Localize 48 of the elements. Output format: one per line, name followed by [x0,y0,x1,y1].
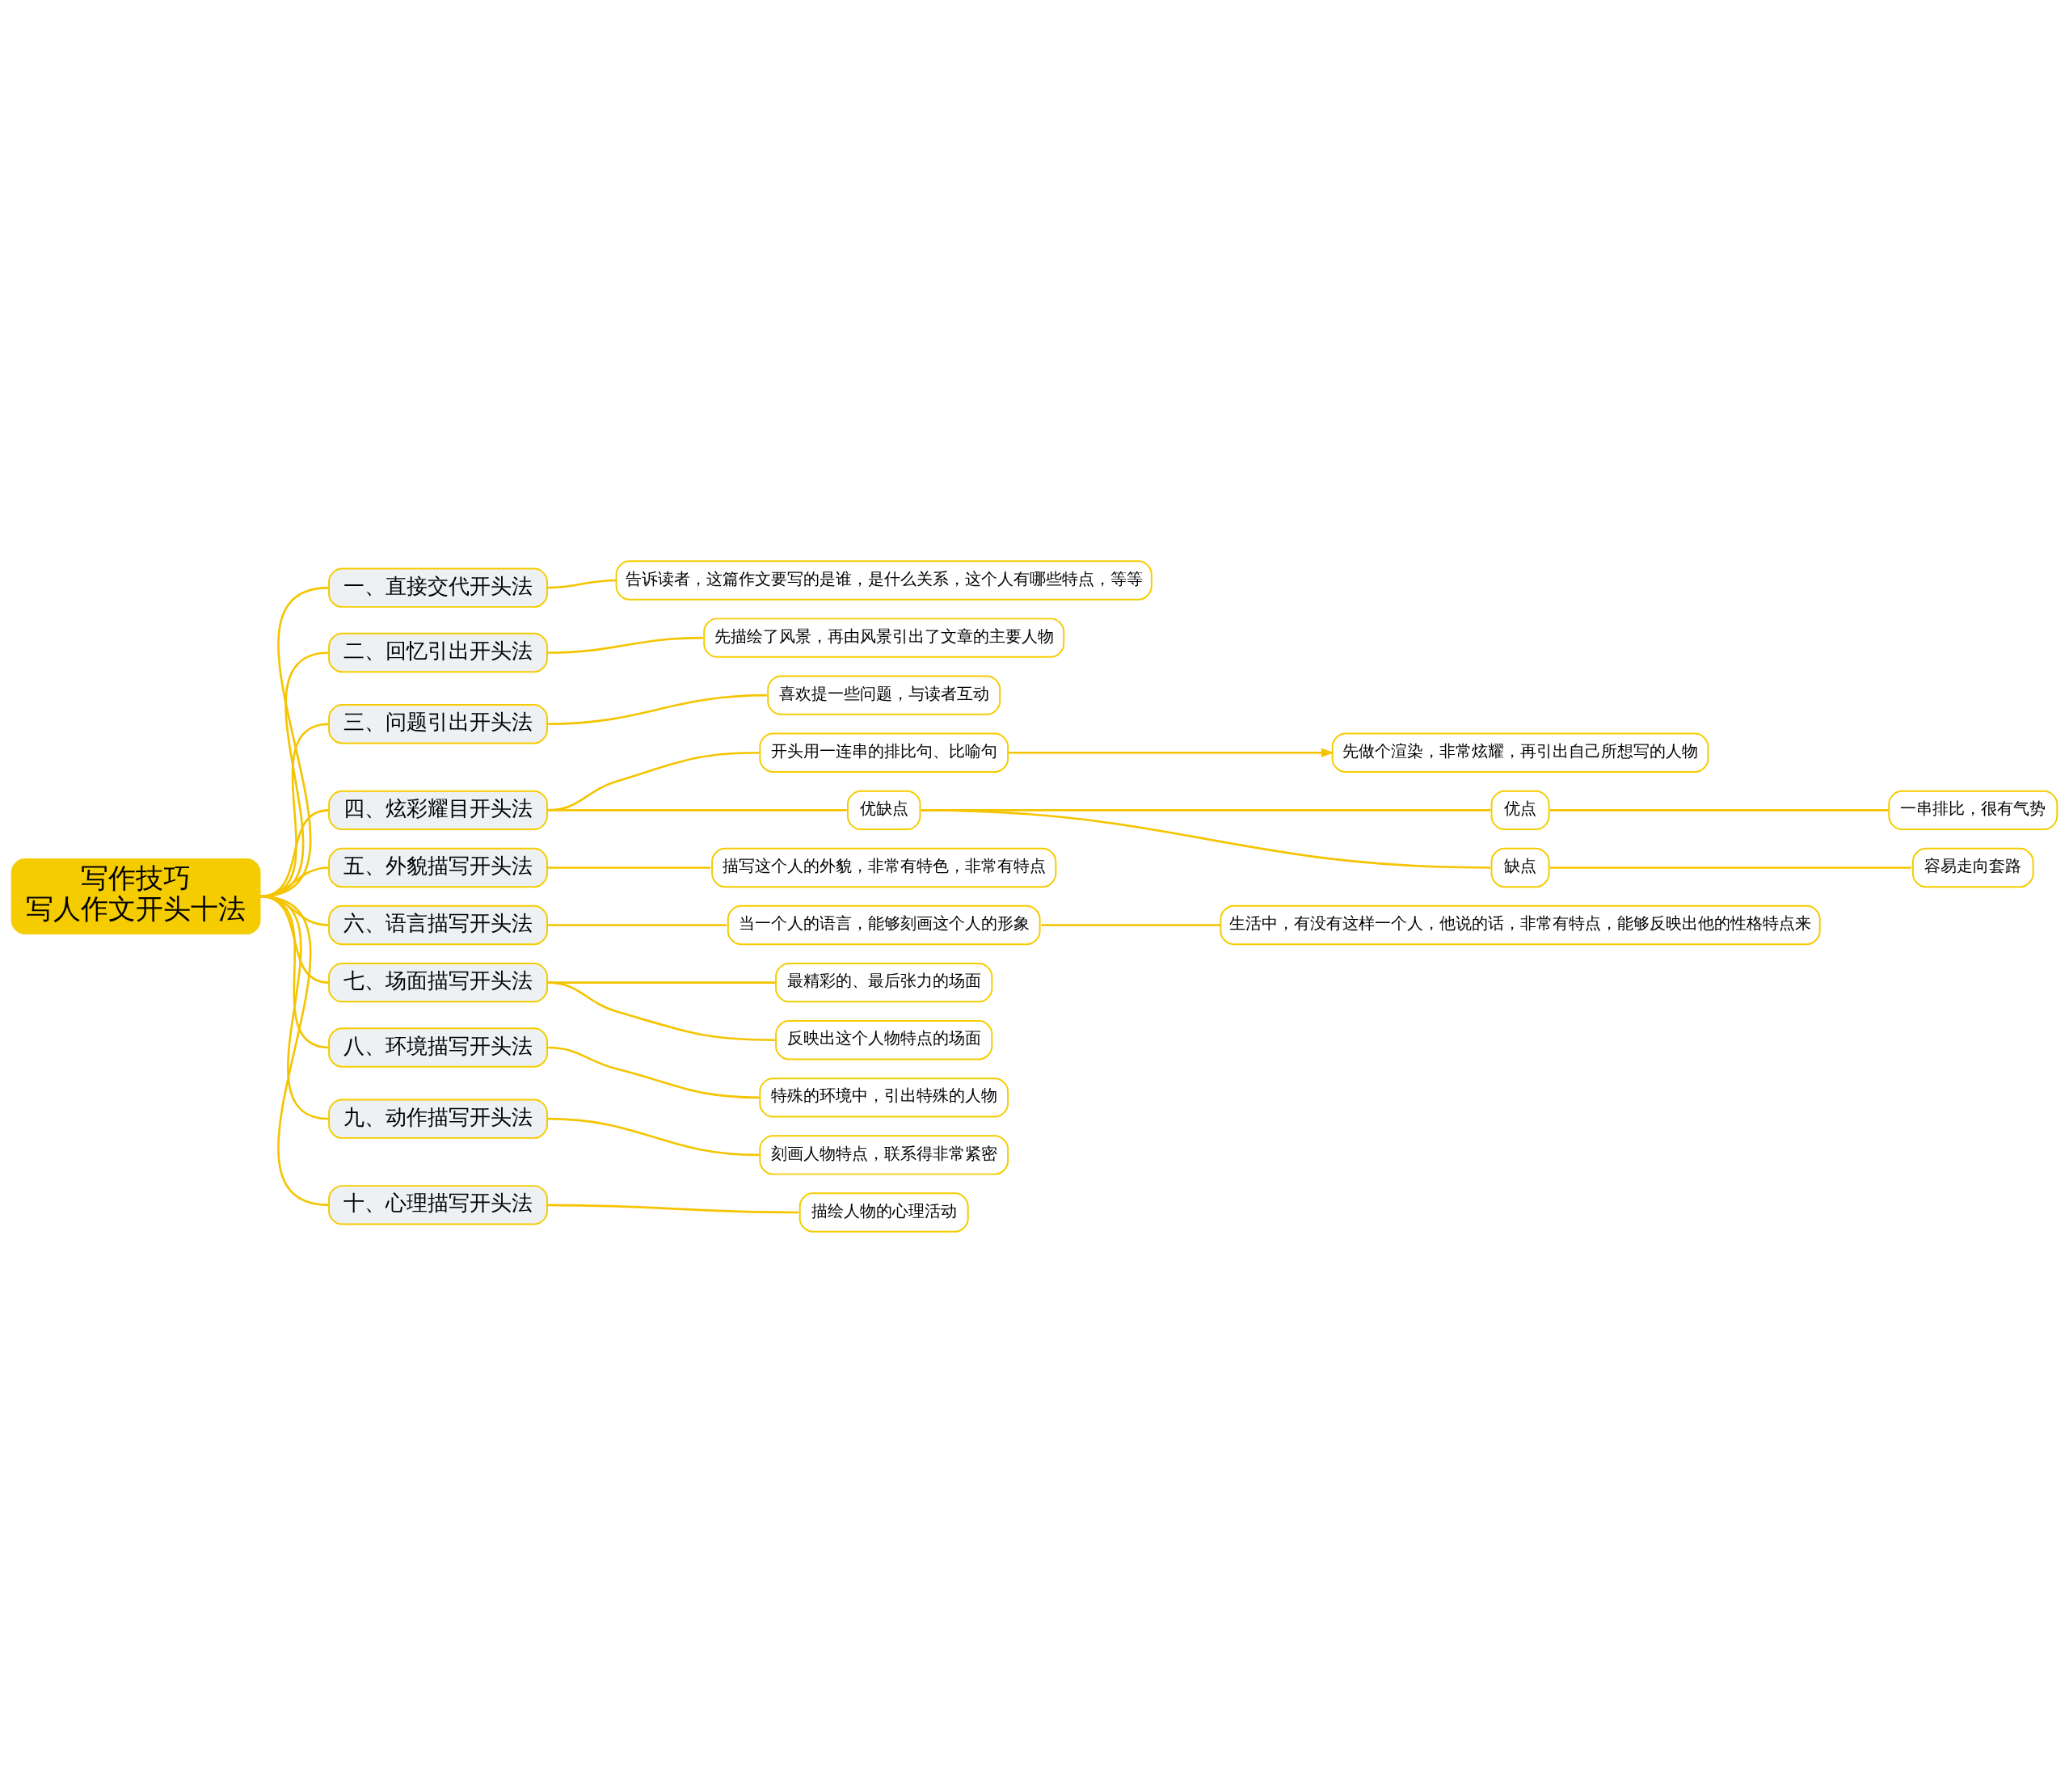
node-box: 描绘人物的心理活动 [799,1191,969,1233]
node-box: 六、语言描写开头法 [328,904,548,945]
node-box: 一串排比，很有气势 [1888,790,2058,830]
node-box: 二、回忆引出开头法 [328,632,548,673]
connector [546,1046,760,1098]
node-box: 喜欢提一些问题，与读者互动 [767,674,1001,715]
node-box: 五、外貌描写开头法 [328,847,548,888]
node-box: 十、心理描写开头法 [328,1184,548,1225]
node-box: 最精彩的、最后张力的场面 [775,962,993,1002]
connector [546,636,703,654]
connector [259,895,330,1206]
connector [546,980,776,1041]
node-box: 优缺点 [846,790,921,830]
connector [259,586,330,897]
node-box: 七、场面描写开头法 [328,962,548,1002]
node-box: 容易走向套路 [1911,847,2034,888]
connector [1549,808,1890,812]
node-box: 先做个渲染，非常炫耀，再引出自己所想写的人物 [1331,732,1709,773]
node-box: 三、问题引出开头法 [328,703,548,744]
connector [1041,923,1221,926]
node-box: 当一个人的语言，能够刻画这个人的形象 [727,904,1041,945]
connector [259,651,330,897]
node-box: 特殊的环境中，引出特殊的人物 [759,1077,1009,1118]
node-box: 优点 [1490,790,1550,830]
connector [547,866,711,869]
node-box: 八、环境描写开头法 [328,1027,548,1068]
node-box: 一、直接交代开头法 [328,567,548,608]
node-box: 九、动作描写开头法 [328,1098,548,1139]
connector [546,579,617,588]
node-box: 先描绘了风景，再由风景引出了文章的主要人物 [703,617,1065,658]
node-box: 反映出这个人物特点的场面 [775,1019,993,1060]
connector [547,808,847,812]
node-box: 告诉读者，这篇作文要写的是谁，是什么关系，这个人有哪些特点，等等 [615,559,1152,601]
connector [259,722,330,897]
connector [546,694,767,725]
node-box: 写作技巧 写人作文开头十法 [11,858,261,934]
connector [1549,866,1911,869]
connector [546,1117,760,1156]
connector [547,1204,799,1213]
node-box: 开头用一连串的排比句、比喻句 [759,732,1009,773]
node-box: 缺点 [1490,847,1550,888]
connector [547,923,727,926]
arrow [1008,748,1334,757]
node-box: 生活中，有没有这样一个人，他说的话，非常有特点，能够反映出他的性格特点来 [1220,904,1821,945]
connector [921,808,1491,869]
node-box: 描写这个人的外貌，非常有特色，非常有特点 [711,847,1057,888]
node-box: 四、炫彩耀目开头法 [328,790,548,830]
node-box: 刻画人物特点，联系得非常紧密 [759,1134,1009,1175]
